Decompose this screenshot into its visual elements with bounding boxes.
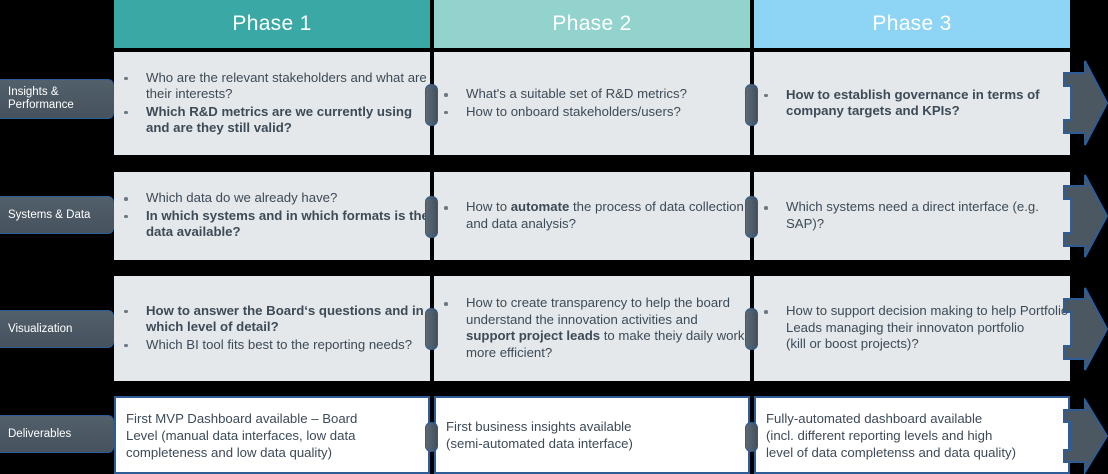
- text-strong: automate: [510, 199, 570, 214]
- row-arrow-4-icon: [1063, 398, 1108, 474]
- cell-insights-phase1: Who are the relevant stakeholders and wh…: [114, 52, 430, 155]
- cell-deliverables-phase3: Fully-automated dashboard available (inc…: [754, 396, 1070, 474]
- text-line: level of data completenss and data quali…: [766, 444, 1016, 460]
- bullet-list: Which systems need a direct interface (e…: [754, 199, 1070, 233]
- row-arrow-2-icon: [1063, 172, 1108, 258]
- connector-row4-col1-col2: [425, 422, 438, 452]
- row-label-systems-data: Systems & Data: [0, 196, 114, 234]
- connector-row4-col2-col3: [745, 422, 758, 452]
- text-line: First business insights available: [446, 419, 632, 434]
- text-main: How to support decision making to help P…: [786, 303, 1069, 335]
- text-line: Level (manual data interfaces, low data: [126, 427, 356, 443]
- bullet-list: Who are the relevant stakeholders and wh…: [114, 70, 430, 138]
- text-post: to make theiy daily work more efficient?: [466, 328, 745, 360]
- bullet-list: What's a suitable set of R&D metrics? Ho…: [434, 86, 750, 121]
- text-extra-line: (kill or boost projects)?: [786, 336, 919, 352]
- cell-systems-phase3: Which systems need a direct interface (e…: [754, 172, 1070, 260]
- cell-insights-phase3: How to establish governance in terms of …: [754, 52, 1070, 155]
- row-label-line1: Insights &: [8, 86, 59, 98]
- list-item: Which data do we already have?: [114, 190, 430, 207]
- cell-visualization-phase3: How to support decision making to help P…: [754, 276, 1070, 381]
- list-item: How to establish governance in terms of …: [754, 87, 1070, 120]
- row-label-line1: Visualization: [8, 322, 73, 335]
- phase-header-1: Phase 1: [114, 0, 430, 48]
- list-item: How to support decision making to help P…: [754, 303, 1070, 353]
- text-line: completeness and low data quality): [126, 444, 332, 460]
- cell-visualization-phase1: How to answer the Board‘s questions and …: [114, 276, 430, 381]
- bullet-list: How to automate the process of data coll…: [434, 199, 750, 233]
- text-line: Fully-automated dashboard available: [766, 410, 983, 426]
- connector-row1-col2-col3: [745, 84, 758, 126]
- row-arrow-1-icon: [1063, 57, 1108, 146]
- cell-insights-phase2: What's a suitable set of R&D metrics? Ho…: [434, 52, 750, 155]
- row-label-visualization: Visualization: [0, 310, 114, 348]
- row-label-line2: Performance: [8, 99, 74, 111]
- bullet-list: How to establish governance in terms of …: [754, 87, 1070, 121]
- text-post: the process of data collection and data …: [466, 199, 744, 231]
- row-label-line1: Deliverables: [8, 427, 72, 440]
- text-line: (semi-automated data interface): [446, 436, 633, 451]
- text-pre: How to: [466, 199, 511, 214]
- phase-header-3-title: Phase 3: [872, 12, 952, 35]
- connector-row2-col1-col2: [425, 196, 438, 238]
- row-label-deliverables: Deliverables: [0, 415, 114, 453]
- cell-deliverables-phase2: First business insights available (semi-…: [434, 396, 750, 474]
- text-line: First MVP Dashboard available – Board: [126, 410, 358, 426]
- bullet-list: How to support decision making to help P…: [754, 303, 1070, 354]
- text-line: (incl. different reporting levels and hi…: [766, 427, 993, 443]
- cell-visualization-phase2: How to create transparency to help the b…: [434, 276, 750, 381]
- list-item: How to answer the Board‘s questions and …: [114, 303, 430, 336]
- list-item: How to create transparency to help the b…: [434, 295, 750, 361]
- phase-header-1-title: Phase 1: [232, 12, 312, 35]
- phase-header-2-title: Phase 2: [552, 12, 632, 35]
- list-item: Which systems need a direct interface (e…: [754, 199, 1070, 232]
- list-item: What's a suitable set of R&D metrics?: [434, 86, 750, 103]
- list-item: How to automate the process of data coll…: [434, 199, 750, 232]
- list-item: Which BI tool fits best to the reporting…: [114, 337, 430, 354]
- text-strong: support project leads: [466, 328, 601, 343]
- list-item: Which R&D metrics are we currently using…: [114, 104, 430, 137]
- connector-row1-col1-col2: [425, 84, 438, 126]
- cell-systems-phase1: Which data do we already have? In which …: [114, 172, 430, 260]
- connector-row3-col2-col3: [745, 308, 758, 350]
- list-item: Who are the relevant stakeholders and wh…: [114, 70, 430, 103]
- cell-deliverables-phase1: First MVP Dashboard available – Board Le…: [114, 396, 430, 474]
- bullet-list: Which data do we already have? In which …: [114, 190, 430, 242]
- bullet-list: How to create transparency to help the b…: [434, 295, 750, 362]
- deliverable-text: First business insights available (semi-…: [436, 418, 748, 452]
- cell-systems-phase2: How to automate the process of data coll…: [434, 172, 750, 260]
- deliverable-text: Fully-automated dashboard available (inc…: [756, 410, 1068, 461]
- row-label-line1: Systems & Data: [8, 208, 91, 221]
- list-item: In which systems and in which formats is…: [114, 208, 430, 241]
- row-arrow-3-icon: [1063, 284, 1108, 371]
- connector-row2-col2-col3: [745, 196, 758, 238]
- phase-header-3: Phase 3: [754, 0, 1070, 48]
- text-pre: How to create transparency to help the b…: [466, 295, 730, 327]
- connector-row3-col1-col2: [425, 308, 438, 350]
- list-item: How to onboard stakeholders/users?: [434, 104, 750, 121]
- bullet-list: How to answer the Board‘s questions and …: [114, 303, 430, 355]
- row-label-insights-performance: Insights & Performance: [0, 79, 114, 119]
- phase-header-2: Phase 2: [434, 0, 750, 48]
- deliverable-text: First MVP Dashboard available – Board Le…: [116, 410, 428, 461]
